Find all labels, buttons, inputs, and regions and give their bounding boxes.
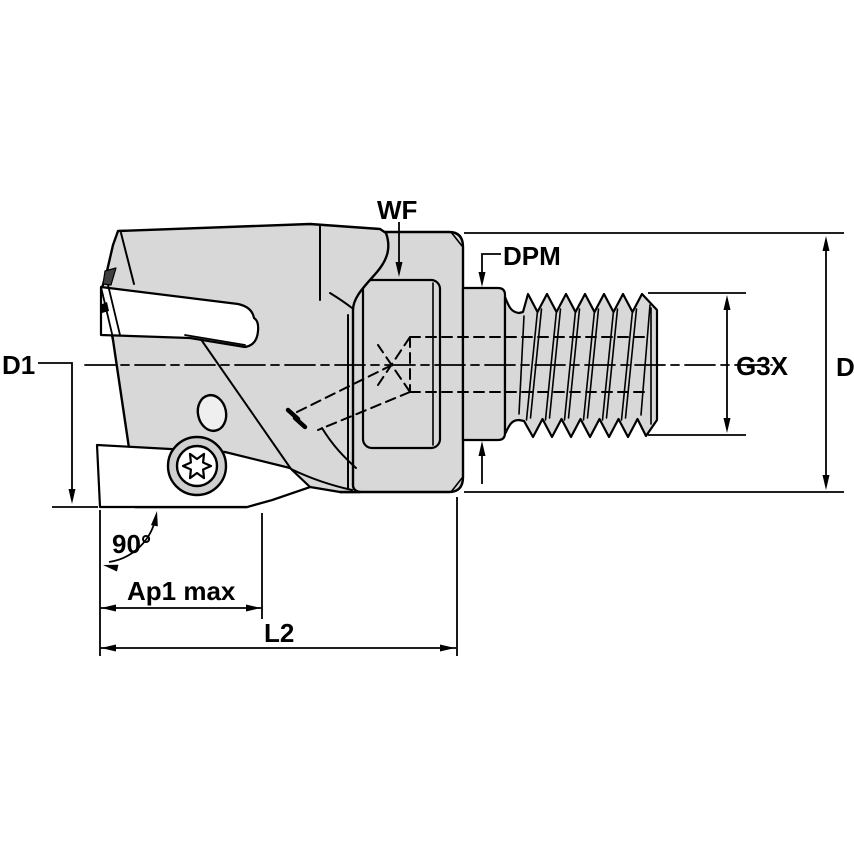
label-d: D: [836, 352, 854, 382]
top-insert-edge-lines: [100, 284, 246, 346]
d-top-arrowhead: [822, 236, 830, 251]
label-g3x: G3X: [736, 351, 789, 381]
insert-screw-head: [175, 444, 219, 488]
dpm-top-arrowhead: [478, 272, 486, 287]
g3x-top-arrowhead: [723, 295, 731, 310]
wf-arrowhead: [395, 262, 403, 277]
d-extension-lines: [464, 232, 844, 493]
dpm-bottom-arrowhead: [478, 441, 486, 456]
l2-extension-lines: [99, 497, 458, 656]
insert-tip-dark-notch: [102, 267, 117, 286]
d-bottom-arrowhead: [822, 475, 830, 490]
g3x-extension-lines: [648, 292, 746, 436]
angle-arc-top-arrowhead: [150, 511, 158, 527]
insert-edge-dark-mark: [100, 302, 109, 313]
label-l2: L2: [264, 618, 294, 648]
hidden-bore-tick-marks: [285, 407, 308, 430]
wrench-flat: [361, 278, 442, 450]
label-ap1-max: Ap1 max: [127, 576, 236, 606]
angle-arc-left-arrowhead: [103, 564, 119, 572]
label-angle-90: 90°: [112, 529, 151, 559]
hidden-bore-lines: [292, 336, 647, 431]
dpm-leader-line: [481, 253, 501, 273]
label-wf: WF: [377, 195, 417, 225]
head-facet-lines: [120, 225, 357, 491]
label-d1: D1: [2, 350, 35, 380]
label-dpm: DPM: [503, 241, 561, 271]
torx-screw-icon: [181, 452, 213, 480]
ap1-right-arrowhead: [246, 604, 261, 612]
l2-right-arrowhead: [440, 644, 455, 652]
d1-leader-line: [38, 362, 73, 490]
top-insert-pocket: [99, 285, 260, 349]
l2-left-arrowhead: [101, 644, 116, 652]
d1-arrowhead: [68, 489, 76, 504]
body-corner-chamfers: [450, 231, 463, 493]
head-hole: [196, 393, 228, 433]
ap1-left-arrowhead: [101, 604, 116, 612]
g3x-bottom-arrowhead: [723, 418, 731, 433]
collar-step: [461, 286, 507, 442]
thread-shank: [503, 292, 659, 439]
